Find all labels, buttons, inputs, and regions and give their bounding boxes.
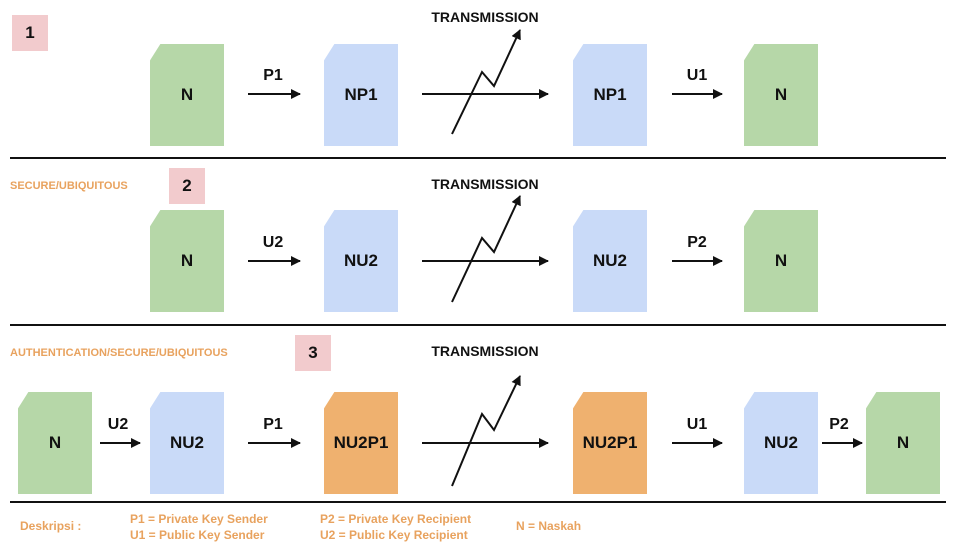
section-number-badge: 1 bbox=[12, 15, 48, 51]
document-plaintext: N bbox=[744, 44, 818, 146]
key-label: P1 bbox=[263, 67, 283, 84]
key-label: U2 bbox=[262, 234, 284, 251]
legend-p1: P1 = Private Key Sender bbox=[130, 512, 268, 526]
key-label: P1 bbox=[263, 416, 283, 433]
transmission-label: TRANSMISSION bbox=[431, 343, 539, 359]
section-number-badge: 2 bbox=[169, 168, 205, 204]
key-label: U2 bbox=[107, 416, 129, 433]
document-plaintext: N bbox=[150, 44, 224, 146]
lightning-arrow bbox=[451, 29, 521, 135]
section-caption: SECURE/UBIQUITOUS bbox=[10, 180, 128, 192]
document-encrypted: NU2 bbox=[573, 210, 647, 312]
legend-u1: U1 = Public Key Sender bbox=[130, 528, 265, 542]
key-label: U1 bbox=[686, 67, 708, 84]
document-encrypted: NU2 bbox=[744, 392, 818, 494]
document-double-encrypted: NU2P1 bbox=[573, 392, 647, 494]
document-encrypted: NP1 bbox=[573, 44, 647, 146]
transmission-label: TRANSMISSION bbox=[431, 9, 539, 25]
document-plaintext: N bbox=[150, 210, 224, 312]
document-plaintext: N bbox=[18, 392, 92, 494]
legend-title: Deskripsi : bbox=[20, 519, 82, 533]
document-double-encrypted: NU2P1 bbox=[324, 392, 398, 494]
document-plaintext: N bbox=[744, 210, 818, 312]
lightning-arrow bbox=[451, 195, 521, 303]
transmission-label: TRANSMISSION bbox=[431, 176, 539, 192]
section-caption: AUTHENTICATION/SECURE/UBIQUITOUS bbox=[10, 347, 228, 359]
legend-u2: U2 = Public Key Recipient bbox=[320, 528, 468, 542]
document-encrypted: NU2 bbox=[324, 210, 398, 312]
key-label: P2 bbox=[687, 234, 707, 251]
legend-p2: P2 = Private Key Recipient bbox=[320, 512, 472, 526]
key-label: U1 bbox=[686, 416, 708, 433]
section-number-badge: 3 bbox=[295, 335, 331, 371]
key-label: P2 bbox=[829, 416, 849, 433]
document-plaintext: N bbox=[866, 392, 940, 494]
lightning-arrow bbox=[451, 375, 521, 487]
document-encrypted: NU2 bbox=[150, 392, 224, 494]
document-encrypted: NP1 bbox=[324, 44, 398, 146]
legend-n: N = Naskah bbox=[516, 519, 582, 533]
